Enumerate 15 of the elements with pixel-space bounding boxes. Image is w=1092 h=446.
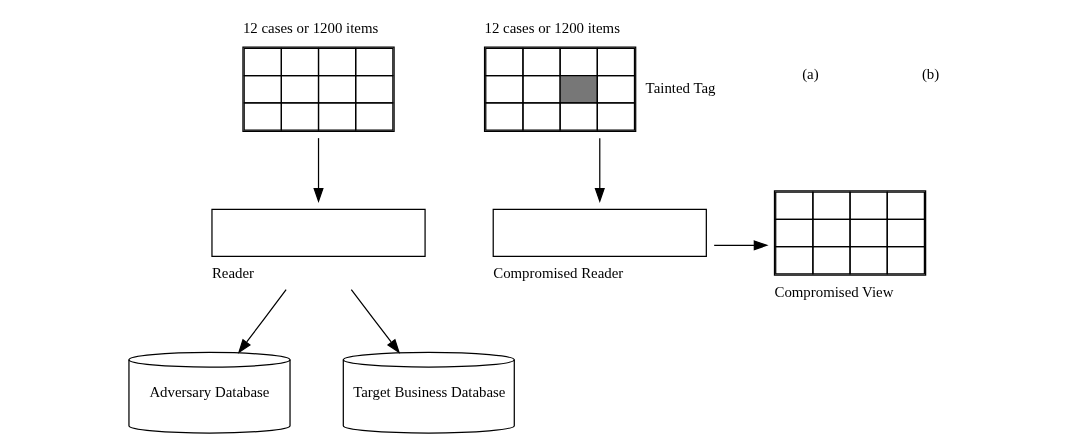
node-label: Tainted Tag [645, 80, 715, 97]
arrow [594, 137, 605, 203]
label: (a) [801, 66, 819, 83]
node-label: Reader [211, 265, 254, 282]
label: (b) [921, 66, 939, 83]
node-box [210, 208, 426, 258]
arrow [237, 289, 287, 354]
arrow [312, 137, 324, 203]
node-label: Compromised Reader [492, 265, 623, 282]
node-label: 12 cases or 1200 items [242, 19, 378, 36]
node-box [492, 208, 707, 258]
node-label: 12 cases or 1200 items [484, 19, 620, 36]
node-label: Compromised View [773, 283, 893, 300]
arrow [350, 289, 400, 354]
arrow [713, 240, 769, 251]
